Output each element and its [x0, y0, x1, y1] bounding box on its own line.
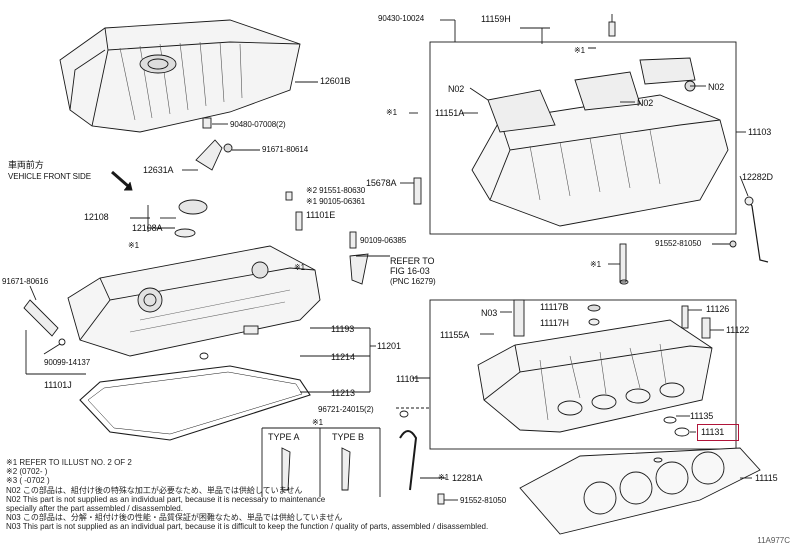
note-8: N03 This part is not supplied as an indi… — [6, 522, 489, 532]
ref-mark-7: ※1 — [438, 473, 449, 482]
note-6: specially after the part assembled / dis… — [6, 504, 183, 514]
part-label-N02-b[interactable]: N02 — [637, 98, 654, 108]
part-label-11117H[interactable]: 11117H — [540, 318, 569, 328]
part-label-91671-80614[interactable]: 91671-80614 — [262, 145, 309, 154]
cover-bolts — [195, 117, 233, 171]
part-label-11122[interactable]: 11122 — [726, 325, 750, 335]
note-3: ※3 ( -0702 ) — [6, 476, 50, 486]
ref-mark-6: ※1 — [312, 418, 323, 427]
refer-line-2: FIG 16-03 — [390, 266, 430, 276]
part-label-11126[interactable]: 11126 — [706, 304, 730, 314]
part-label-12108[interactable]: 12108 — [84, 212, 109, 222]
refer-line-3: (PNC 16279) — [390, 277, 436, 286]
part-label-12601B[interactable]: 12601B — [320, 76, 351, 86]
part-label-12281A[interactable]: 12281A — [452, 473, 483, 483]
footnotes: ※1 REFER TO ILLUST NO. 2 OF 2 ※2 (0702- … — [6, 458, 488, 532]
type-a-label: TYPE A — [268, 432, 300, 442]
type-b-label: TYPE B — [332, 432, 365, 442]
ref-mark-3: ※1 — [128, 241, 139, 250]
part-label-11117B[interactable]: 11117B — [540, 302, 569, 312]
part-label-91671-80616[interactable]: 91671-80616 — [2, 277, 49, 286]
ref-mark-1: ※1 — [574, 46, 585, 55]
figure-id: 11A977C — [757, 536, 790, 545]
ref-mark-2: ※1 — [386, 108, 397, 117]
part-label-90109[interactable]: 90109-06385 — [360, 236, 407, 245]
ref-mark-5: ※1 — [590, 260, 601, 269]
part-label-N02-a[interactable]: N02 — [448, 84, 465, 94]
vehicle-front-jp: 車両前方 — [8, 160, 44, 170]
part-label-11131[interactable]: 11131 — [701, 427, 725, 437]
part-label-12282D[interactable]: 12282D — [742, 172, 773, 182]
part-label-11193[interactable]: 11193 — [331, 324, 355, 334]
note-5: N02 This part is not supplied as an indi… — [6, 494, 326, 504]
part-label-N02-c[interactable]: N02 — [708, 82, 725, 92]
engine-cover-drawing — [59, 19, 301, 133]
part-label-11101J[interactable]: 11101J — [44, 380, 72, 390]
part-label-11103[interactable]: 11103 — [748, 127, 772, 137]
part-label-90099[interactable]: 90099-14137 — [44, 358, 91, 367]
part-label-11155A[interactable]: 11155A — [440, 330, 470, 340]
note-7: N03 この部品は、分解・組付け後の性能・品質保証が困難なため、単品では供給して… — [6, 513, 343, 523]
part-label-11214[interactable]: 11214 — [331, 352, 355, 362]
part-label-91552-a[interactable]: 91552-81050 — [655, 239, 702, 248]
part-label-11151A[interactable]: 11151A — [435, 108, 465, 118]
part-label-11159H[interactable]: 11159H — [481, 14, 511, 24]
part-label-12108A[interactable]: 12108A — [132, 223, 163, 233]
cylinder-head-drawing — [477, 319, 713, 433]
part-label-90430[interactable]: 90430-10024 — [378, 14, 425, 23]
cam-housing-drawing — [471, 57, 729, 227]
refer-line-1: REFER TO — [390, 256, 435, 266]
part-label-96721[interactable]: 96721-24015(2) — [318, 405, 374, 414]
note-4: N02 この部品は、組付け後の特殊な加工が必要なため、単品では供給していません — [6, 485, 303, 495]
part-label-91552-b[interactable]: 91552-81050 — [460, 496, 507, 505]
part-label-11101[interactable]: 11101 — [396, 374, 420, 384]
part-label-12631A[interactable]: 12631A — [143, 165, 174, 175]
part-label-15678A[interactable]: 15678A — [366, 178, 397, 188]
head-gasket-drawing — [519, 447, 761, 535]
part-label-91551[interactable]: ※2 91551-80630 — [306, 186, 366, 195]
part-label-11115[interactable]: 11115 — [755, 473, 778, 483]
part-label-11201[interactable]: 11201 — [377, 341, 401, 351]
vehicle-front-en: VEHICLE FRONT SIDE — [8, 172, 91, 181]
head-cover-drawing — [67, 245, 321, 357]
note-1: ※1 REFER TO ILLUST NO. 2 OF 2 — [6, 458, 132, 467]
part-label-90105[interactable]: ※1 90105-06361 — [306, 197, 366, 206]
highlight-box-11131 — [697, 424, 739, 441]
part-label-11135[interactable]: 11135 — [690, 411, 714, 421]
part-label-90480[interactable]: 90480-07008(2) — [230, 120, 286, 129]
part-label-11213[interactable]: 11213 — [331, 388, 355, 398]
part-label-11101E[interactable]: 11101E — [306, 210, 336, 220]
note-2: ※2 (0702- ) — [6, 467, 48, 477]
ref-mark-4: ※1 — [294, 263, 305, 272]
part-label-N03[interactable]: N03 — [481, 308, 498, 318]
